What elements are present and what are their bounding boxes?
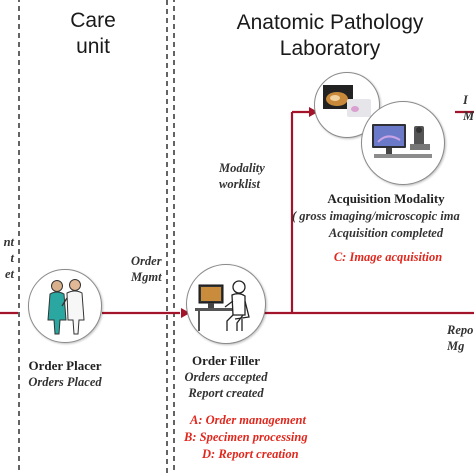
- right-top-label-line2: M: [463, 109, 474, 123]
- left-edge-label-line2: t: [10, 251, 14, 265]
- task-specimen-processing: B: Specimen processing: [184, 430, 308, 444]
- right-bottom-label-line2: Mg: [447, 339, 465, 353]
- order-mgmt-label-line1: Order: [131, 254, 162, 268]
- order-mgmt-arrowhead: [181, 308, 190, 318]
- task-report-creation: D: Report creation: [202, 447, 299, 461]
- order-filler-circle: [186, 264, 266, 344]
- acquisition-modality-detail-wrap: ( gross imaging/microscopic ima: [292, 208, 474, 224]
- acquisition-modality-status-wrap: Acquisition completed: [296, 225, 474, 241]
- care-unit-box: [18, 0, 168, 474]
- worklist-arrowhead: [309, 107, 318, 117]
- care-unit-title-line1: Care: [70, 9, 116, 32]
- order-placer-text: Order Placer Orders Placed: [10, 357, 120, 390]
- care-unit-title: Care unit: [20, 8, 166, 60]
- acquisition-modality-text: Acquisition Modality: [296, 190, 474, 207]
- acquisition-modality-detail: ( gross imaging/microscopic ima: [292, 209, 460, 223]
- lab-title-line2: Laboratory: [279, 37, 381, 60]
- order-placer-circle: [28, 269, 102, 343]
- lab-title: Anatomic Pathology Laboratory: [200, 10, 460, 62]
- computer-user-icon: [195, 280, 250, 331]
- left-edge-label-line1: nt: [3, 235, 14, 249]
- lab-box: [173, 0, 175, 474]
- order-filler-tasks: A: Order management B: Specimen processi…: [180, 412, 350, 463]
- right-top-label-line1: I: [463, 93, 468, 107]
- modality-worklist-label: Modality worklist: [219, 160, 289, 192]
- order-placer-name: Order Placer: [28, 358, 102, 373]
- acquisition-modality-status: Acquisition completed: [328, 226, 444, 240]
- person-pair-icon: [47, 279, 85, 335]
- acquisition-modality-task-wrap: C: Image acquisition: [308, 249, 468, 266]
- gross-imaging-icon: [323, 85, 371, 117]
- right-bottom-label-line1: Repo: [447, 323, 474, 337]
- right-top-label: I M: [463, 92, 474, 124]
- microscope-workstation-circle: [361, 101, 445, 185]
- left-edge-label: nt t et: [0, 234, 14, 282]
- order-filler-name: Order Filler: [192, 353, 260, 368]
- order-filler-status2: Report created: [188, 386, 264, 400]
- acquisition-modality-name: Acquisition Modality: [327, 191, 445, 206]
- task-order-management: A: Order management: [190, 413, 306, 427]
- task-image-acquisition: C: Image acquisition: [333, 250, 443, 264]
- order-mgmt-label: Order Mgmt: [131, 253, 171, 285]
- microscope-workstation-icon: [372, 124, 432, 158]
- right-bottom-label: Repo Mg: [447, 322, 474, 354]
- care-unit-title-line2: unit: [76, 35, 110, 58]
- lab-title-line1: Anatomic Pathology: [236, 11, 424, 34]
- modality-worklist-label-line1: Modality: [219, 161, 265, 175]
- modality-worklist-label-line2: worklist: [219, 177, 260, 191]
- order-placer-status: Orders Placed: [28, 375, 102, 389]
- order-filler-text: Order Filler Orders accepted Report crea…: [166, 352, 286, 401]
- order-mgmt-label-line2: Mgmt: [131, 270, 162, 284]
- order-filler-status1: Orders accepted: [184, 370, 268, 384]
- left-edge-label-line3: et: [4, 267, 14, 281]
